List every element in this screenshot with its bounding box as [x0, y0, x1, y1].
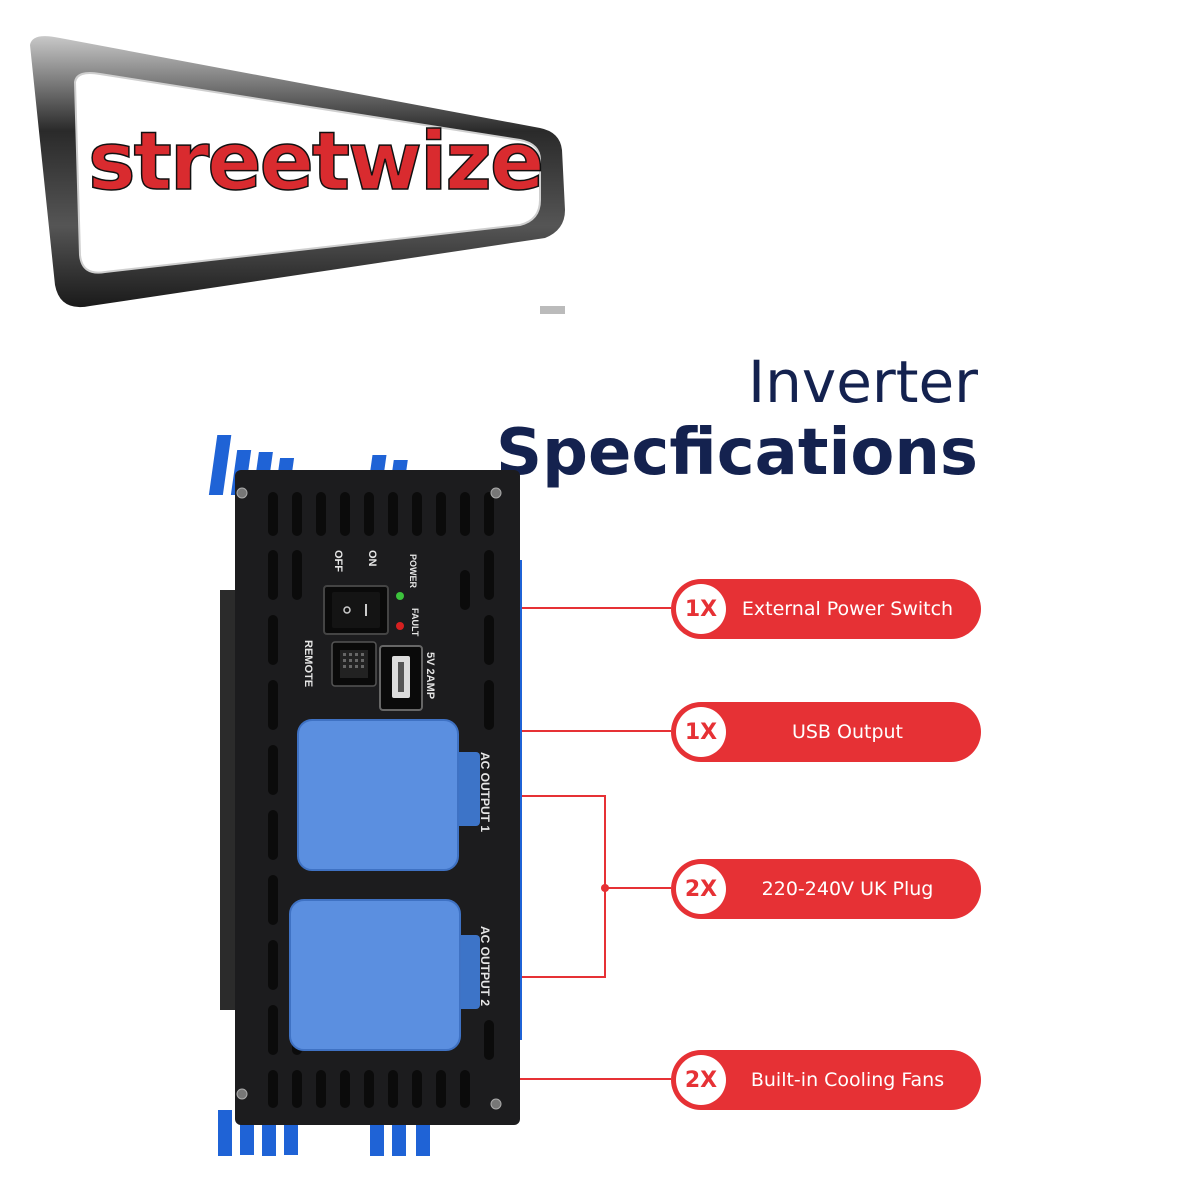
fault-led-label: FAULT: [410, 608, 420, 637]
callout-badge: 1X: [676, 584, 726, 634]
callout-cooling-fans: 2X Built-in Cooling Fans: [671, 1050, 981, 1110]
switch-on-label: ON: [366, 550, 378, 567]
ac-output-2-label: AC OUTPUT 2: [478, 926, 492, 1007]
power-led-label: POWER: [408, 554, 418, 589]
heading-title-light: Inverter: [748, 348, 978, 416]
switch-off-label: OFF: [332, 550, 344, 572]
logo-wordmark: streetwize: [87, 115, 545, 208]
callout-badge: 2X: [676, 1055, 726, 1105]
callout-badge: 2X: [676, 864, 726, 914]
callout-label: 220-240V UK Plug: [761, 878, 934, 900]
inverter-body-icon: [208, 435, 522, 1156]
callout-label: USB Output: [791, 721, 904, 743]
callout-label: Built-in Cooling Fans: [750, 1069, 945, 1091]
inverter-device: OFF ON POWER FAULT REMOTE 5V 2AMP AC OUT…: [200, 430, 530, 1174]
ac-output-1-label: AC OUTPUT 1: [478, 752, 492, 833]
remote-port-label: REMOTE: [302, 640, 314, 688]
brand-logo: streetwize: [0, 0, 600, 334]
logo-frame-icon: [30, 36, 565, 314]
heading-title-bold: Specfications: [496, 416, 978, 490]
callout-power-switch: 1X External Power Switch: [671, 579, 981, 639]
callout-usb-output: 1X USB Output: [671, 702, 981, 762]
callout-uk-plug: 2X 220-240V UK Plug: [671, 859, 981, 919]
callout-label: External Power Switch: [741, 598, 954, 620]
callout-badge: 1X: [676, 707, 726, 757]
usb-rating-label: 5V 2AMP: [424, 652, 436, 700]
